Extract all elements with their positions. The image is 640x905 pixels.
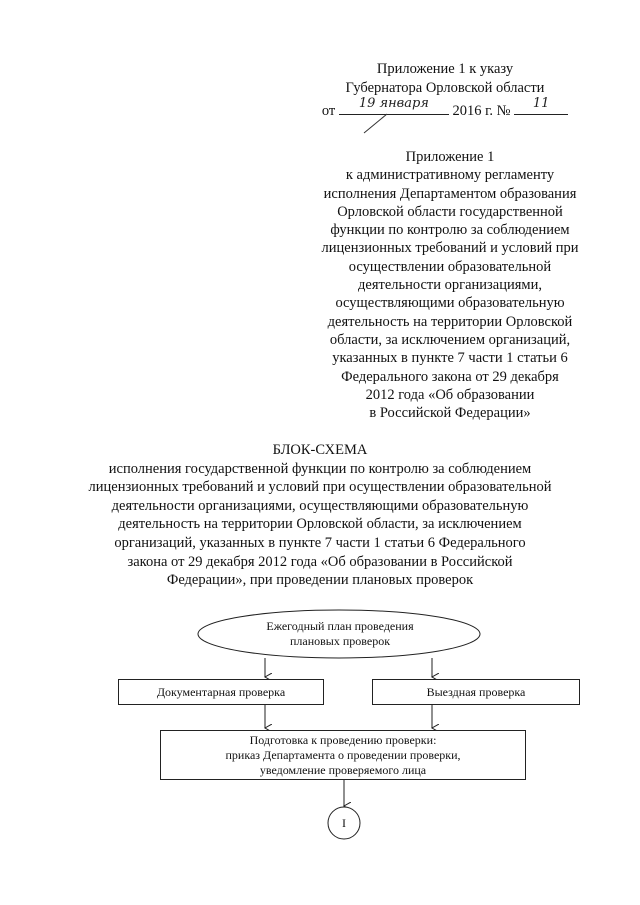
start-ellipse: Ежегодный план проведения плановых прове… bbox=[220, 616, 460, 652]
preparation-box: Подготовка к проведению проверки: приказ… bbox=[160, 730, 526, 780]
regulation-line: 2012 года «Об образовании bbox=[365, 386, 535, 403]
regulation-appendix: Приложение 1 к административному регламе… bbox=[300, 148, 600, 422]
doc-check-label: Документарная проверка bbox=[156, 684, 286, 699]
scheme-title: БЛОК-СХЕМА исполнения государственной фу… bbox=[80, 441, 560, 590]
regulation-line: функции по контролю за соблюдением bbox=[330, 222, 570, 239]
appendix-date-line: от 19 января 2016 г. № 11 bbox=[290, 96, 600, 121]
regulation-line: деятельности организациями, bbox=[358, 277, 542, 294]
doc-check-box: Документарная проверка bbox=[118, 679, 324, 705]
scheme-line: деятельности организациями, осуществляющ… bbox=[111, 497, 529, 514]
scheme-line: Федерации», при проведении плановых пров… bbox=[166, 572, 474, 589]
regulation-line: в Российской Федерации» bbox=[369, 405, 531, 422]
connector-label: I bbox=[328, 807, 360, 839]
start-line2: плановых проверок bbox=[289, 634, 391, 648]
prep-line1: Подготовка к проведению проверки: bbox=[249, 732, 437, 747]
regulation-line: исполнения Департаментом образования bbox=[323, 185, 577, 202]
handwritten-date: 19 января bbox=[358, 96, 429, 111]
date-field: 19 января bbox=[338, 96, 449, 115]
regulation-line: указанных в пункте 7 части 1 статьи 6 bbox=[332, 350, 568, 367]
start-line1: Ежегодный план проведения bbox=[266, 619, 414, 633]
regulation-line: к административному регламенту bbox=[345, 167, 555, 184]
regulation-line: осуществлении образовательной bbox=[348, 258, 552, 275]
prep-line2: приказ Департамента о проведении проверк… bbox=[225, 747, 461, 762]
appendix-line1: Приложение 1 к указу bbox=[376, 61, 514, 77]
regulation-line: области, за исключением организаций, bbox=[329, 331, 571, 348]
field-check-label: Выездная проверка bbox=[426, 684, 526, 699]
scheme-line: организаций, указанных в пункте 7 части … bbox=[114, 534, 526, 551]
scheme-line: закона от 29 декабря 2012 года «Об образ… bbox=[127, 553, 513, 570]
scheme-line: лицензионных требований и условий при ос… bbox=[88, 479, 552, 496]
scheme-heading: БЛОК-СХЕМА bbox=[272, 442, 368, 458]
scheme-line: деятельность на территории Орловской обл… bbox=[118, 516, 522, 533]
prep-line3: уведомление проверяемого лица bbox=[259, 762, 427, 777]
field-check-box: Выездная проверка bbox=[372, 679, 580, 705]
connector-text: I bbox=[342, 815, 346, 830]
regulation-line: Орловской области государственной bbox=[337, 203, 563, 220]
scheme-line: исполнения государственной функции по ко… bbox=[108, 460, 532, 477]
date-prefix: от bbox=[321, 103, 336, 119]
appendix-to-decree: Приложение 1 к указу Губернатора Орловск… bbox=[290, 60, 600, 121]
start-ellipse-shape bbox=[197, 609, 481, 659]
regulation-line: деятельность на территории Орловской bbox=[327, 313, 573, 330]
number-field: 11 bbox=[514, 96, 569, 115]
handwritten-number: 11 bbox=[532, 96, 550, 111]
appendix-line2: Губернатора Орловской области bbox=[345, 80, 545, 96]
regulation-line: осуществляющими образовательную bbox=[335, 295, 565, 312]
connector-circle-shape bbox=[327, 806, 361, 840]
regulation-line: Приложение 1 bbox=[405, 149, 495, 165]
regulation-line: Федерального закона от 29 декабря bbox=[341, 368, 559, 385]
date-year-number: 2016 г. № bbox=[452, 103, 511, 119]
regulation-line: лицензионных требований и условий при bbox=[321, 240, 579, 257]
pen-stroke-mark bbox=[363, 113, 388, 134]
